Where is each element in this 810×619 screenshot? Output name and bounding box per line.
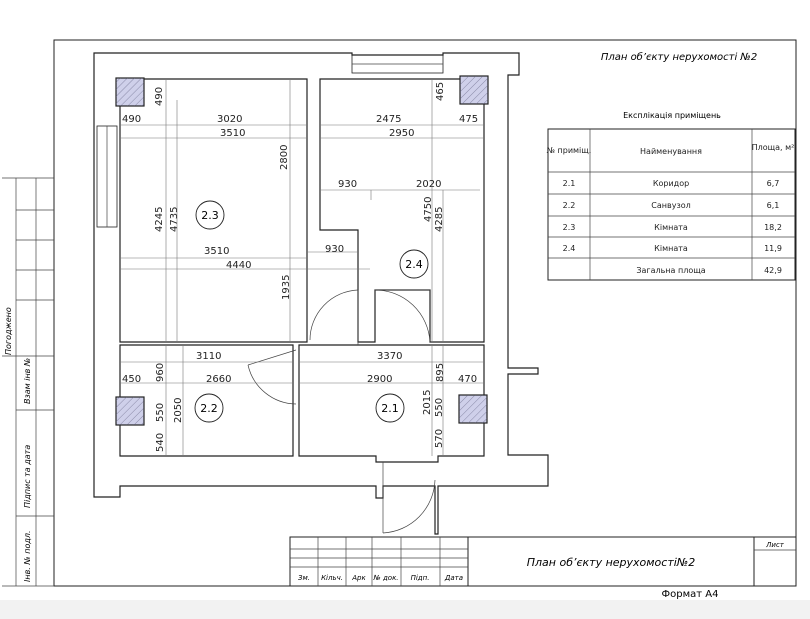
dimension-lines (120, 79, 484, 456)
room-label-2-4: 2.4 (399, 249, 429, 279)
dim-text: 550 (155, 403, 166, 422)
dim-text: 3110 (196, 351, 221, 362)
tb-title: План об’єкту нерухомості№2 (527, 556, 696, 569)
room-label-2-3: 2.3 (195, 200, 225, 230)
header-area: Площа, м² (752, 143, 795, 152)
dim-text: 3370 (377, 351, 402, 362)
dim-text: 895 (435, 363, 446, 382)
dim-text: 490 (154, 87, 165, 106)
row-area: 11,9 (764, 244, 782, 253)
dimension-texts: 490 3020 2475 465 475 490 3510 2950 2800… (122, 82, 478, 452)
dim-text: 2020 (416, 179, 441, 190)
total-area: 42,9 (764, 266, 782, 275)
tb-col-ark: Арк (351, 574, 366, 582)
door-entrance (382, 462, 436, 534)
svg-text:2.1: 2.1 (381, 402, 399, 415)
dim-text: 570 (434, 429, 445, 448)
stamp-inv-orig: Інв. № подл. (23, 530, 32, 582)
tb-col-doc: № док. (372, 574, 398, 582)
dim-text: 2950 (389, 128, 414, 139)
dim-text: 2050 (173, 398, 184, 423)
dim-text: 490 (122, 114, 141, 125)
dim-text: 4750 (423, 197, 434, 222)
dim-text: 4440 (226, 260, 251, 271)
tb-sheet-label: Лист (765, 541, 785, 549)
header-name: Найменування (640, 147, 702, 156)
plan-title-top: План об’єкту нерухомості №2 (601, 51, 757, 63)
dim-text: 3510 (220, 128, 245, 139)
dim-text: 960 (155, 363, 166, 382)
stamp-agreed: Погоджено (4, 307, 13, 355)
total-label: Загальна площа (636, 266, 705, 275)
tb-col-kilch: Кільч. (321, 574, 343, 582)
dim-text: 470 (458, 374, 477, 385)
row-name: Кімната (654, 223, 688, 232)
row-no: 2.1 (563, 179, 576, 188)
row-no: 2.2 (563, 201, 576, 210)
side-stamp: Погоджено Взам інв № Підпис та дата Інв.… (2, 177, 54, 587)
dim-text: 2015 (422, 390, 433, 415)
room-label-2-2: 2.2 (194, 393, 224, 423)
dim-text: 930 (338, 179, 357, 190)
header-no: № приміщ. (547, 146, 592, 155)
dim-text: 450 (122, 374, 141, 385)
window-left (96, 125, 118, 228)
dim-text: 3510 (204, 246, 229, 257)
room-2-3-wall (119, 78, 308, 343)
tb-col-zm: Зм. (298, 574, 310, 582)
title-block: Зм. Кільч. Арк № док. Підп. Дата План об… (289, 536, 797, 587)
door-room-2-2 (247, 349, 297, 405)
svg-text:2.2: 2.2 (200, 402, 218, 415)
window-top (351, 54, 444, 74)
svg-text:2.4: 2.4 (405, 258, 423, 271)
row-area: 6,7 (767, 179, 780, 188)
drawing-frame (53, 39, 797, 587)
tb-col-date: Дата (444, 574, 463, 582)
row-area: 18,2 (764, 223, 782, 232)
dim-text: 4285 (434, 207, 445, 232)
row-name: Кімната (654, 244, 688, 253)
stamp-signature-date: Підпис та дата (23, 445, 32, 508)
format-label: Формат А4 (662, 589, 719, 600)
dim-text: 2800 (279, 145, 290, 170)
row-name: Коридор (653, 179, 689, 188)
dim-text: 2660 (206, 374, 231, 385)
bottom-strip (0, 600, 810, 619)
dim-text: 1935 (281, 275, 292, 300)
dim-text: 3020 (217, 114, 242, 125)
tb-col-sign: Підп. (411, 574, 430, 582)
door-room-2-4 (374, 289, 431, 343)
dim-text: 540 (155, 433, 166, 452)
dim-text: 2475 (376, 114, 401, 125)
dim-text: 4245 (154, 207, 165, 232)
dim-text: 4735 (169, 207, 180, 232)
stamp-replace-inv: Взам інв № (23, 358, 32, 404)
explication-caption: Експлікація приміщень (623, 111, 721, 120)
room-2-1-wall (298, 344, 485, 463)
room-label-2-1: 2.1 (375, 393, 405, 423)
svg-text:2.3: 2.3 (201, 209, 219, 222)
dim-text: 475 (459, 114, 478, 125)
row-no: 2.3 (563, 223, 576, 232)
row-area: 6,1 (767, 201, 780, 210)
outer-wall (93, 52, 549, 535)
dim-text: 465 (435, 82, 446, 101)
dim-text: 2900 (367, 374, 392, 385)
dim-text: 930 (325, 244, 344, 255)
explication-table: Експлікація приміщень № приміщ. Найменув… (547, 111, 796, 281)
row-name: Санвузол (651, 201, 690, 210)
row-no: 2.4 (563, 244, 576, 253)
dim-text: 550 (434, 398, 445, 417)
door-room-2-3 (309, 289, 359, 345)
